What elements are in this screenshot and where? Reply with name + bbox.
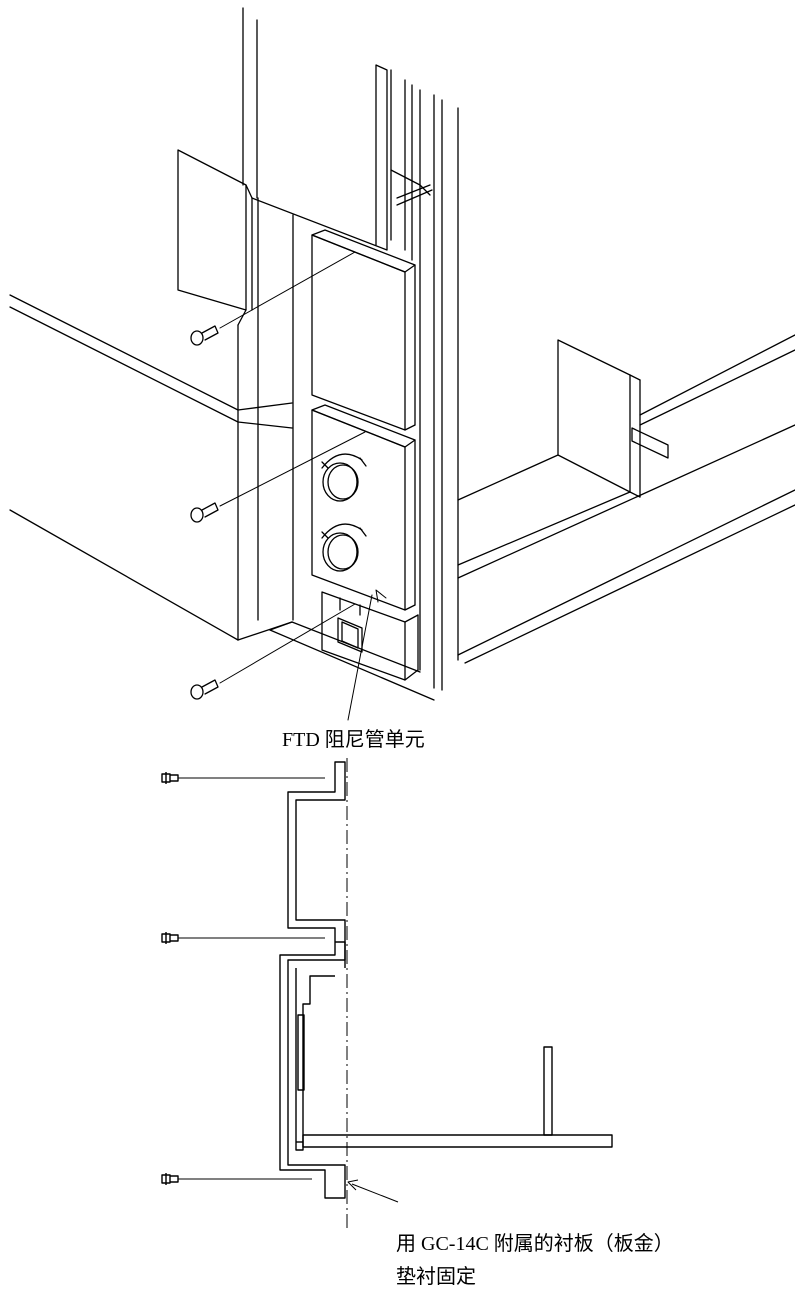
damper-slot bbox=[298, 1015, 304, 1090]
ftd-knob-upper bbox=[322, 454, 366, 501]
base-plate bbox=[270, 622, 434, 700]
inner-plate-profile bbox=[296, 942, 345, 1150]
fixing-note-line-2: 垫衬固定 bbox=[396, 1266, 476, 1288]
section-screw-upper bbox=[162, 772, 325, 784]
backing-plate-leader-arrow bbox=[348, 1180, 398, 1202]
screw-middle bbox=[191, 503, 218, 522]
upper-mounting-panel bbox=[178, 150, 292, 428]
ftd-leader-arrow bbox=[348, 590, 386, 720]
fixing-note-line-1: 用 GC-14C 附属的衬板（板金） bbox=[396, 1233, 674, 1255]
screw-lower bbox=[191, 680, 218, 699]
right-frame-posts bbox=[391, 70, 458, 690]
section-view bbox=[162, 758, 612, 1232]
ftd-knob-lower bbox=[322, 524, 366, 571]
screw-upper bbox=[191, 326, 218, 345]
floor-plate bbox=[303, 1135, 612, 1147]
ftd-unit-label: FTD 阻尼管单元 bbox=[282, 729, 425, 751]
backing-plate-profile bbox=[280, 762, 345, 1198]
section-screw-lower bbox=[162, 1173, 312, 1185]
ftd-unit-body bbox=[312, 405, 415, 610]
upper-vertical-rails bbox=[243, 8, 387, 620]
screw-guide-lines bbox=[220, 252, 365, 683]
left-chassis-panel bbox=[10, 295, 292, 640]
right-tray bbox=[458, 335, 795, 663]
vertical-tab bbox=[544, 1047, 552, 1135]
upper-module-box bbox=[312, 230, 415, 430]
section-screw-middle bbox=[162, 932, 325, 944]
isometric-view bbox=[10, 8, 795, 720]
